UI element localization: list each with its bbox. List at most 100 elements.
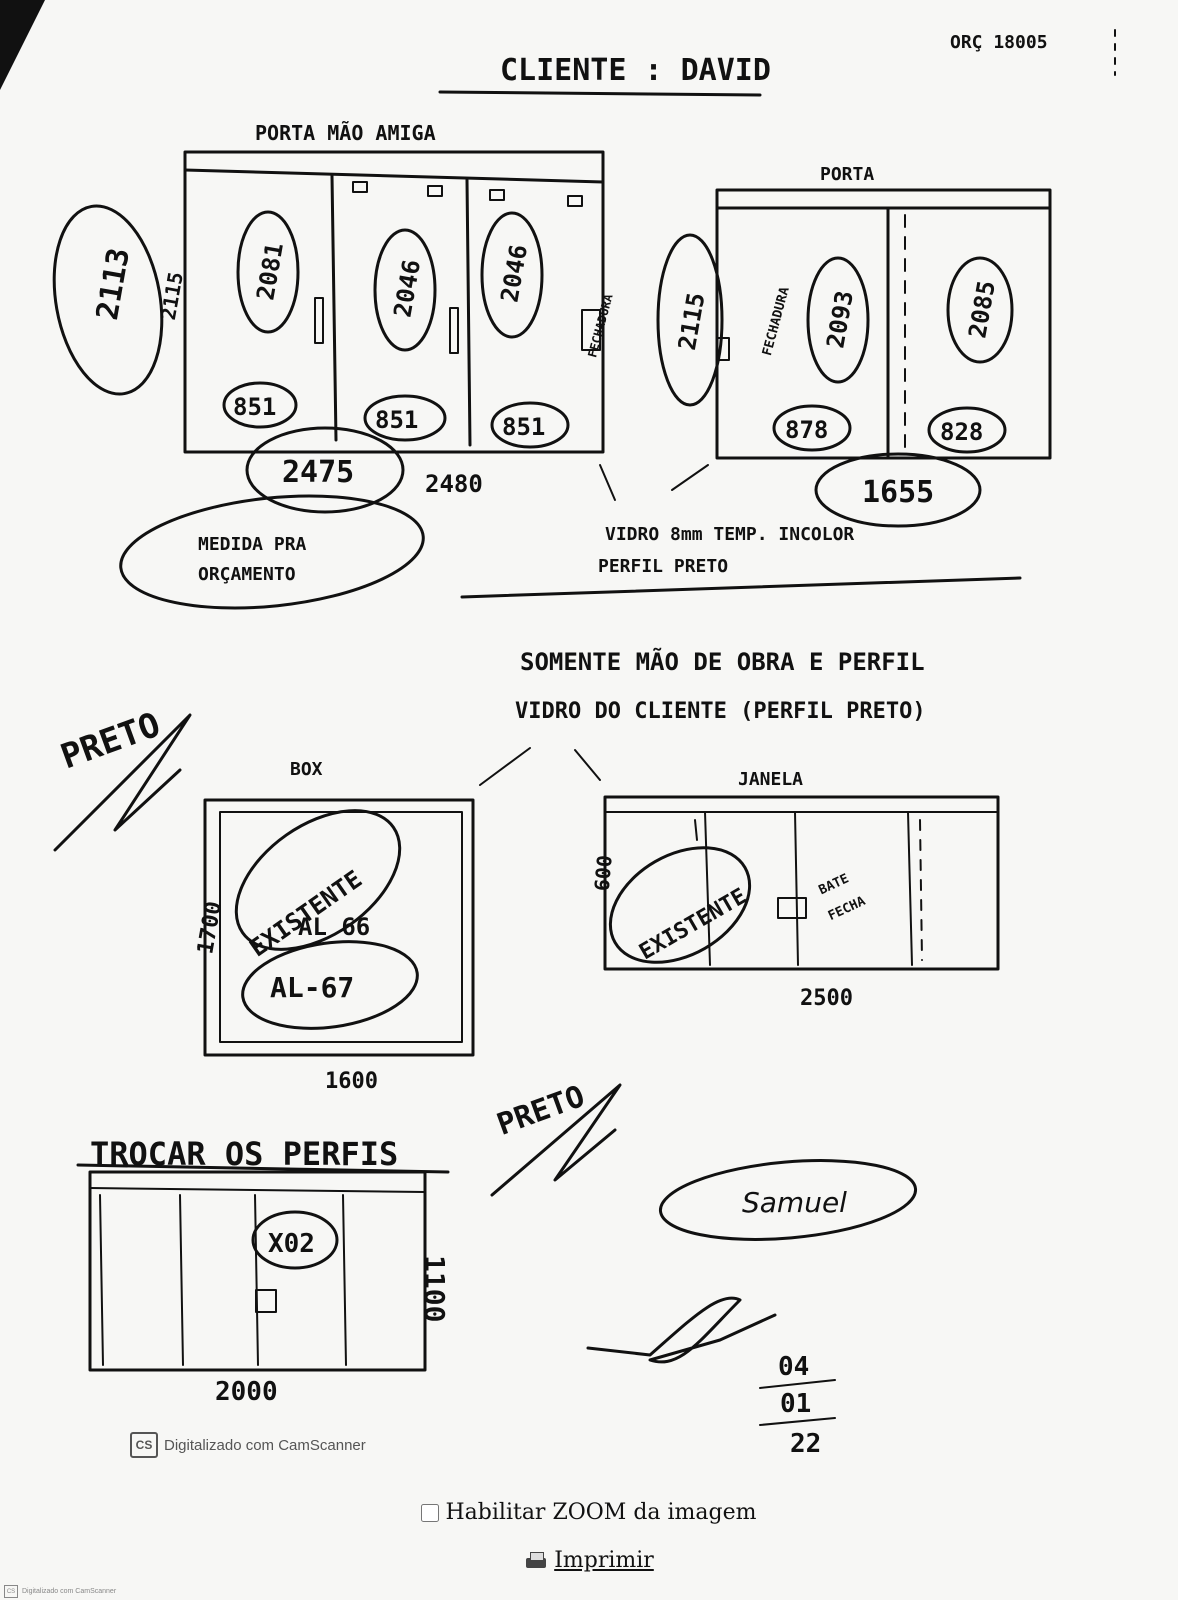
handle-1 <box>314 297 324 344</box>
right-panel-1-width: 878 <box>785 416 828 444</box>
right-panel-2-height: 2085 <box>963 279 1001 341</box>
bottom-lock <box>255 1289 277 1313</box>
bottom-div-4 <box>342 1194 347 1366</box>
right-panel-1-height: 2093 <box>821 289 859 351</box>
signature-name: Samuel <box>742 1186 847 1219</box>
scan-corner-shadow <box>0 0 45 90</box>
door-right-label: PORTA <box>820 164 874 185</box>
right-panel-2-width-circle <box>927 406 1007 454</box>
signature-scribble <box>586 1296 777 1364</box>
camscanner-badge: CS Digitalizado com CamScanner <box>130 1432 366 1458</box>
camscanner-logo-icon: CS <box>130 1432 158 1458</box>
zoom-label: Habilitar ZOOM da imagem <box>445 1500 757 1525</box>
panel-1-width: 851 <box>233 393 276 421</box>
panel-1-height-circle <box>236 210 300 334</box>
footer-watermark: CS Digitalizado com CamScanner <box>4 1585 116 1598</box>
glass-note-line1: VIDRO 8mm TEMP. INCOLOR <box>605 524 854 545</box>
left-height: 2115 <box>156 270 188 322</box>
left-divider-2 <box>465 178 472 447</box>
date-line-1 <box>759 1379 836 1389</box>
janela-existing-circle <box>608 846 752 964</box>
panel-3-width: 851 <box>502 413 545 441</box>
fechadura-right: FECHADURA <box>760 285 793 357</box>
bottom-window-frame <box>88 1170 427 1372</box>
panel-2-height: 2046 <box>388 258 426 320</box>
print-control: Imprimir <box>0 1548 1178 1577</box>
signature-circle <box>658 1159 918 1241</box>
panel-3-height: 2046 <box>495 243 533 305</box>
janela-div-1 <box>704 811 711 966</box>
janela-height: 600 <box>590 854 617 892</box>
total-width: 2480 <box>425 470 483 498</box>
bottom-code: X02 <box>268 1229 315 1259</box>
left-door-rail <box>183 168 605 184</box>
preto-note-2: PRETO <box>493 1079 590 1143</box>
bate-fecha-line2: FECHA <box>826 894 868 924</box>
date-line-2 <box>759 1417 836 1426</box>
box-existing-circle <box>234 809 402 951</box>
bottom-div-2 <box>179 1194 184 1366</box>
arrow-left <box>599 464 616 501</box>
box-frame <box>203 798 475 1057</box>
date-year: 22 <box>790 1429 821 1459</box>
roller-3 <box>489 189 505 201</box>
panel-2-width: 851 <box>375 406 418 434</box>
roller-4 <box>567 195 583 207</box>
box-al67-circle <box>241 940 419 1030</box>
zoom-checkbox[interactable] <box>421 1503 440 1522</box>
print-label: Imprimir <box>554 1548 654 1573</box>
left-divider-1 <box>330 174 338 442</box>
budget-note-line2: ORÇAMENTO <box>198 564 296 585</box>
print-link[interactable]: Imprimir <box>524 1548 654 1573</box>
janela-lock <box>777 897 807 919</box>
right-panel-1-height-circle <box>806 256 870 384</box>
box-al67: AL-67 <box>270 971 354 1004</box>
height-circle <box>52 204 164 396</box>
preto-note-1: PRETO <box>56 705 166 778</box>
panel-3-height-circle <box>480 211 544 339</box>
handle-2 <box>449 307 459 354</box>
panel-3-width-circle <box>490 401 570 449</box>
zoom-toggle[interactable]: Habilitar ZOOM da imagem <box>421 1500 757 1525</box>
right-width-circle <box>814 452 982 528</box>
right-width: 1655 <box>862 475 934 510</box>
bottom-rail <box>89 1187 426 1193</box>
roller-1 <box>352 181 368 193</box>
janela-width: 2500 <box>800 986 853 1011</box>
fechadura-left: FECHADURA <box>585 292 616 359</box>
right-panel-2-height-circle <box>946 256 1014 364</box>
middle-note-line2: VIDRO DO CLIENTE (PERFIL PRETO) <box>515 699 926 724</box>
order-ref: ORÇ 18005 <box>950 32 1048 53</box>
panel-2-width-circle <box>363 394 447 442</box>
bottom-width: 2000 <box>215 1377 278 1407</box>
right-panel-1-width-circle <box>772 404 852 452</box>
budget-note-circle <box>119 494 425 610</box>
zoom-control: Habilitar ZOOM da imagem <box>0 1500 1178 1528</box>
box-width: 1600 <box>325 1069 378 1094</box>
janela-dashed <box>919 819 923 961</box>
panel-1-height: 2081 <box>251 241 289 303</box>
glass-note-line2: PERFIL PRETO <box>598 556 728 577</box>
date-day: 04 <box>778 1352 809 1382</box>
right-door-frame <box>715 188 1052 460</box>
bottom-height: 1100 <box>418 1255 451 1322</box>
left-height-circled: 2113 <box>90 245 137 322</box>
section-divider <box>460 576 1022 599</box>
preto-scribble-2 <box>490 1083 622 1197</box>
middle-note-line1: SOMENTE MÃO DE OBRA E PERFIL <box>520 647 925 676</box>
footer-text: Digitalizado com CamScanner <box>22 1588 117 1595</box>
janela-tick <box>694 819 698 841</box>
date-month: 01 <box>780 1389 811 1419</box>
arrow-right <box>671 464 709 491</box>
janela-label: JANELA <box>738 769 803 790</box>
title-underline <box>438 90 762 97</box>
client-title: CLIENTE : DAVID <box>500 53 771 88</box>
bottom-div-3 <box>254 1194 259 1366</box>
code-circle <box>251 1210 339 1270</box>
box-label: BOX <box>290 759 323 780</box>
budget-width-circle <box>245 426 405 514</box>
arrow-to-box <box>479 747 531 786</box>
door-left-label: PORTA MÃO AMIGA <box>255 121 436 145</box>
